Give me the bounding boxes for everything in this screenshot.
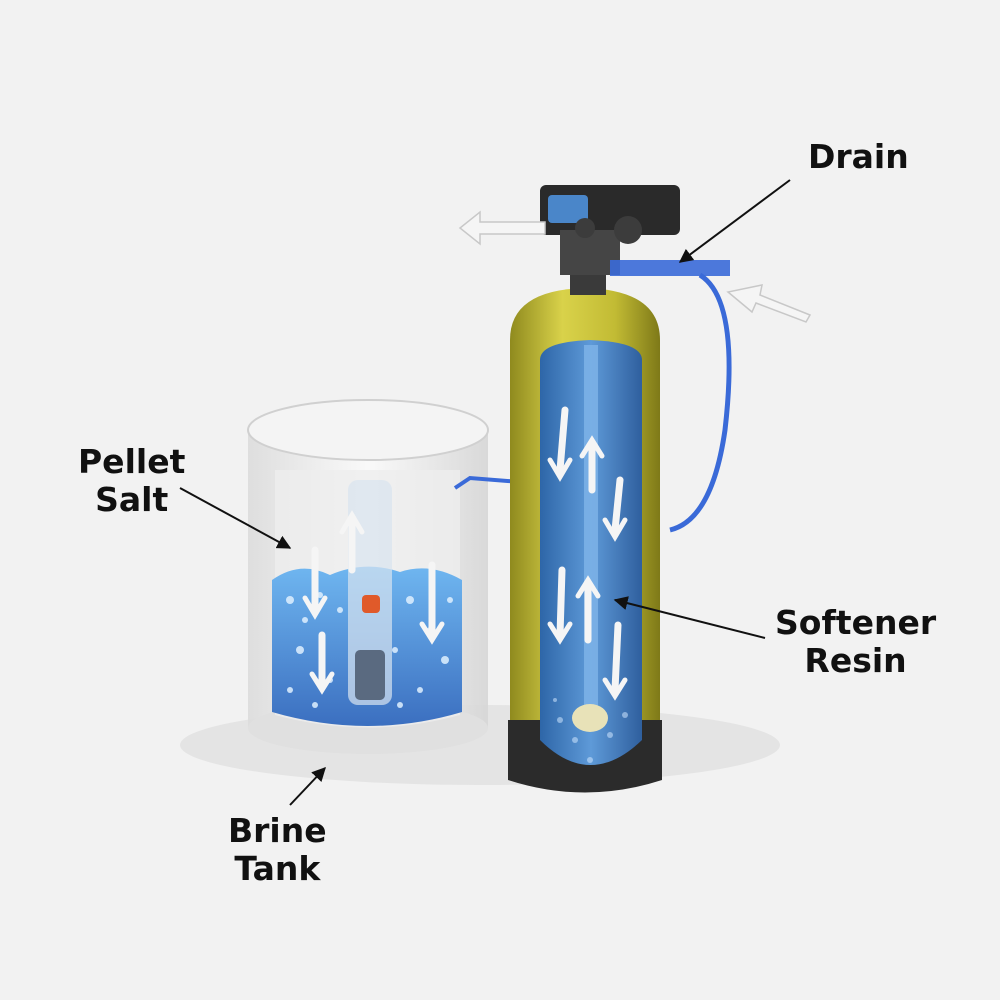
resin-flow-arrows [547,406,628,701]
brine-line [453,475,521,490]
brine-flow-arrows [302,510,445,695]
label-drain: Drain [808,138,909,176]
label-pellet-salt-line-1: Pellet [78,442,186,481]
label-drain-line-1: Drain [808,137,909,176]
brine-tank [247,399,489,754]
label-softener-resin-line-2: Resin [804,641,907,680]
leader-lines [179,179,791,806]
label-softener-resin: Softener Resin [775,604,936,680]
label-brine-tank-line-2: Tank [234,849,321,888]
label-softener-resin-line-1: Softener [775,603,937,642]
drain-hose [669,272,732,533]
label-pellet-salt-line-2: Salt [95,480,169,519]
label-brine-tank: Brine Tank [228,812,327,888]
pipe-flow-arrows [458,210,812,323]
drain-pipe [610,260,730,276]
label-brine-tank-line-1: Brine [228,811,327,850]
label-pellet-salt: Pellet Salt [78,443,185,519]
control-valve [540,185,680,275]
softener-tank [508,265,662,793]
